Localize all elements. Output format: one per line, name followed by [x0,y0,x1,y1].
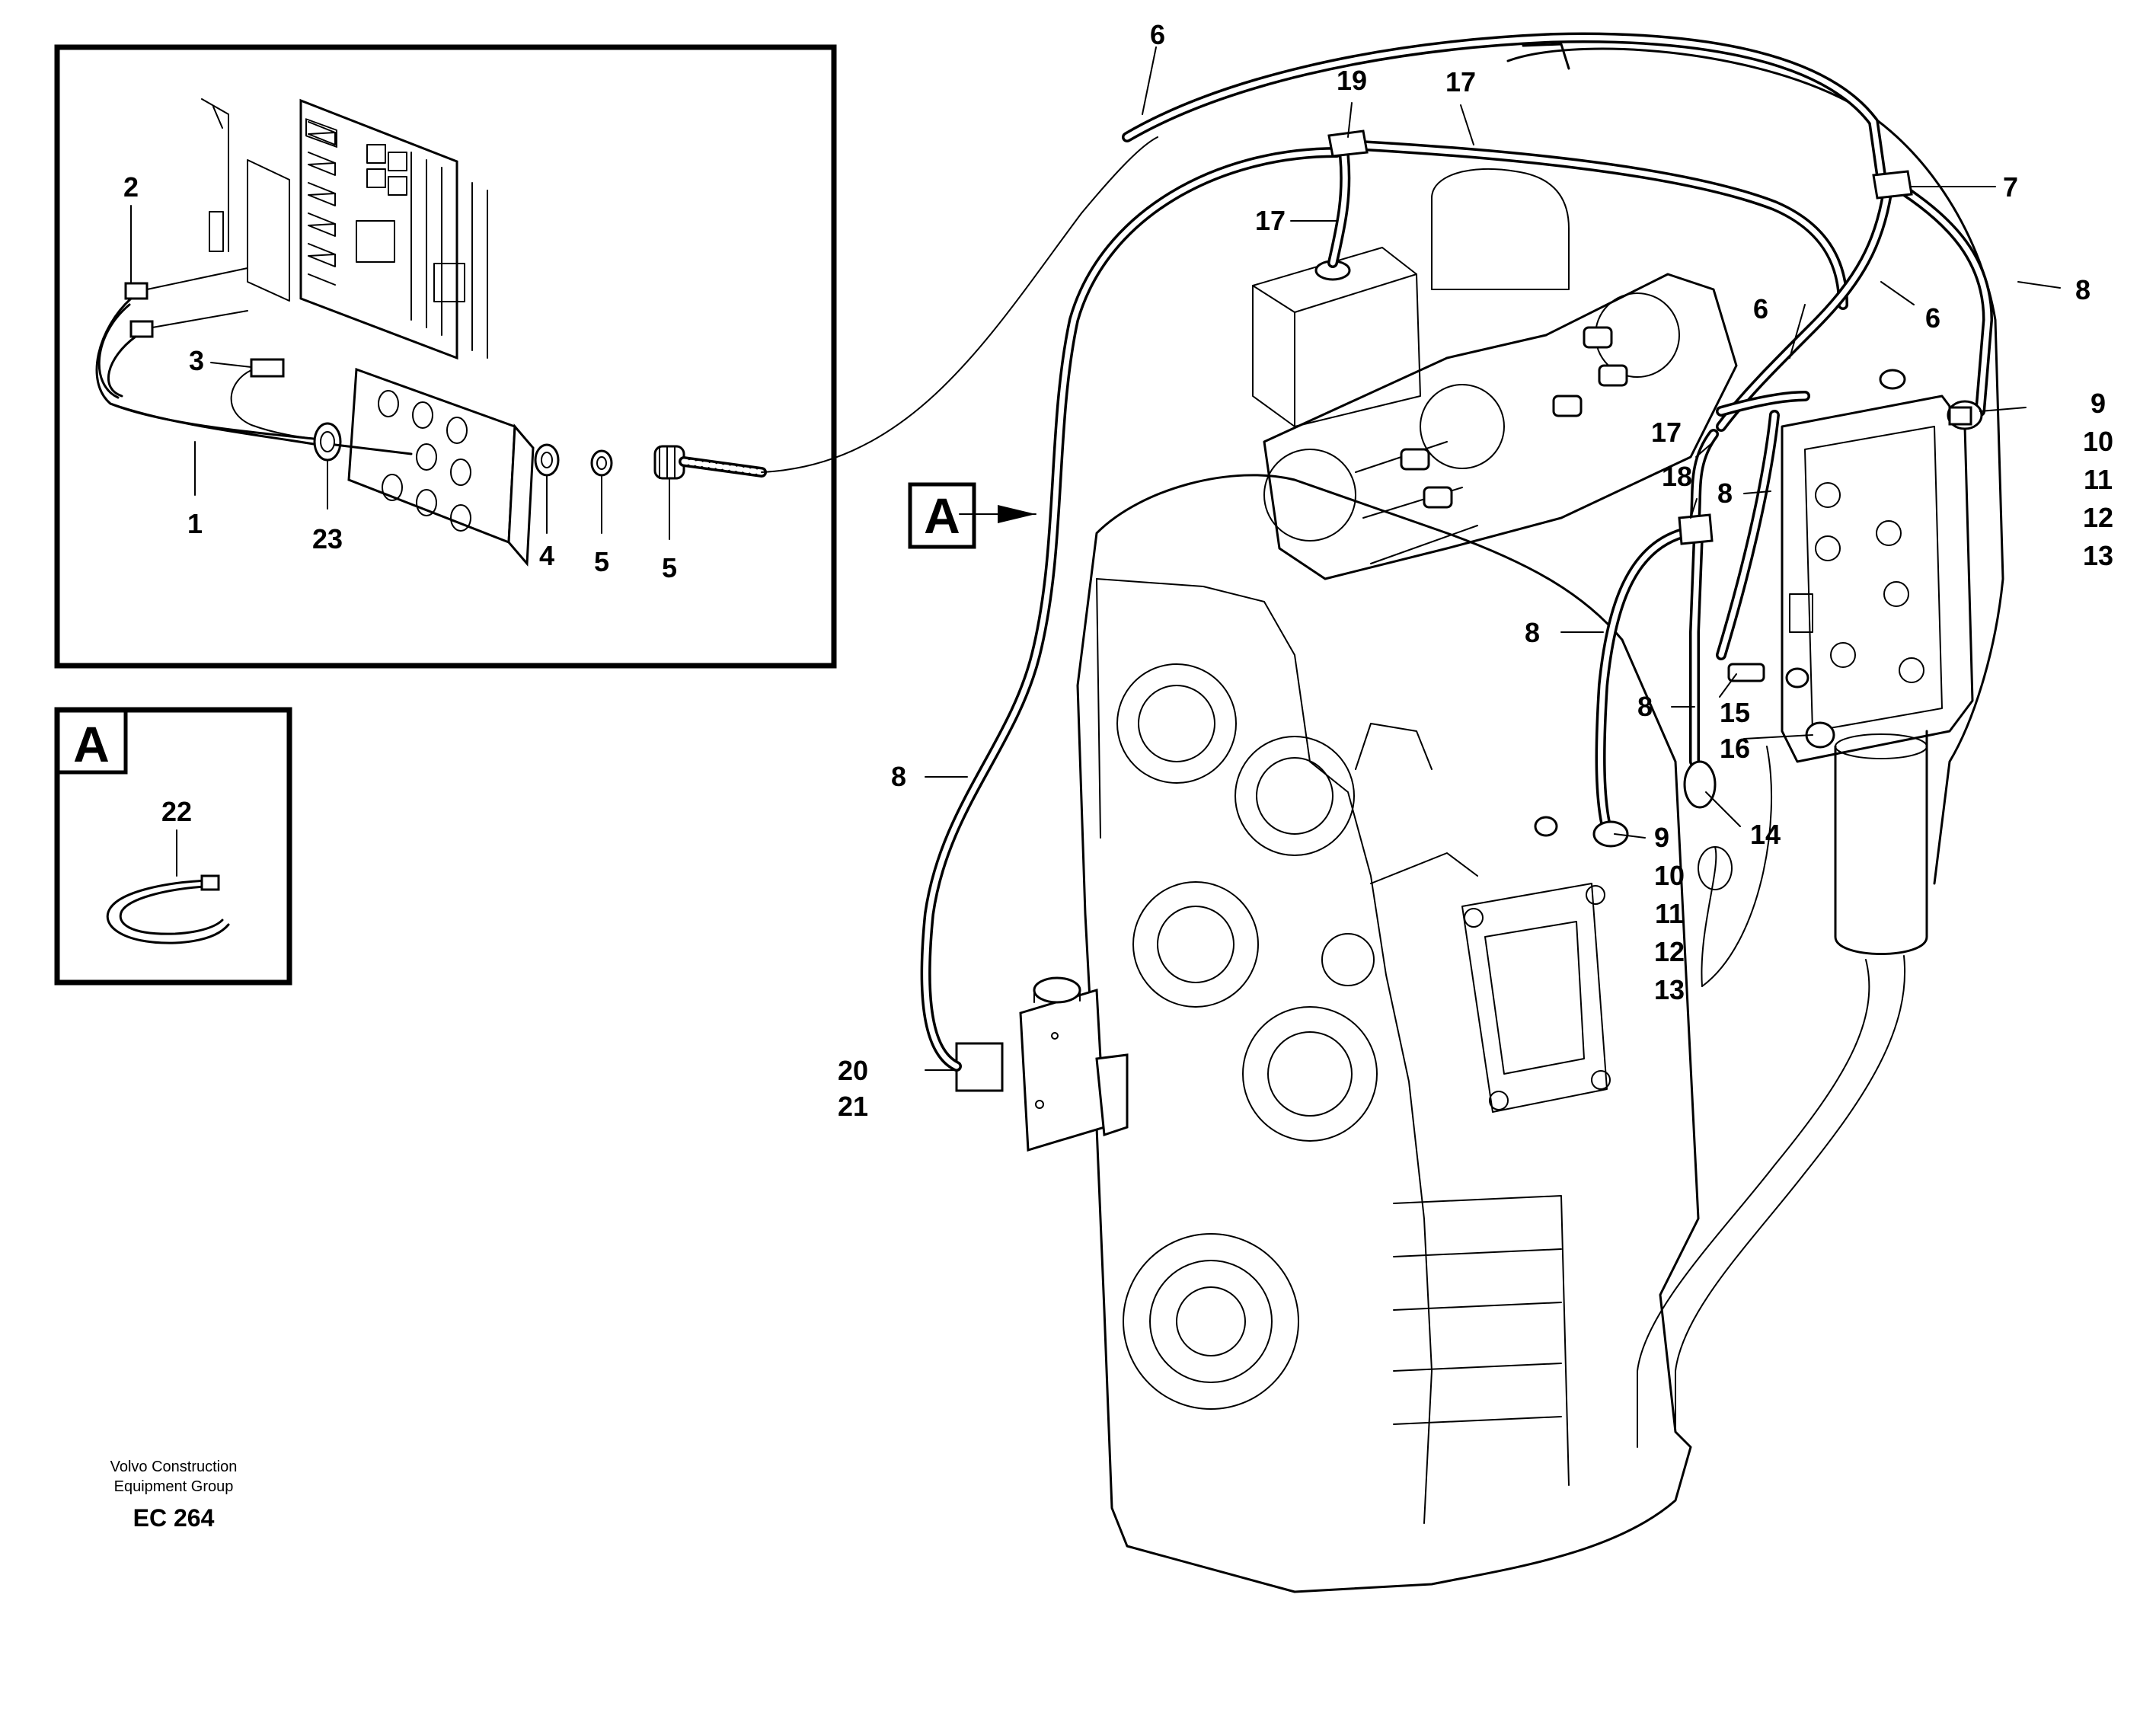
connector-20-drawing [955,1042,1004,1092]
solenoid-valve [1019,976,1129,1152]
callout-12-lower: 12 [1654,936,1685,967]
callout-10-lower: 10 [1654,860,1685,891]
footer-company-line2: Equipment Group [114,1478,234,1495]
callout-5a: 5 [594,546,609,577]
callout-22: 22 [161,796,192,827]
cable-tie-drawing [106,874,230,944]
tank-box [1252,247,1421,427]
callout-11-lower: 11 [1655,898,1684,929]
elbow-9-lower-drawing [1592,820,1629,848]
connector-drawing [124,267,248,338]
footer-code: EC 264 [133,1504,215,1532]
callout-18: 18 [1662,461,1692,492]
callout-21: 21 [838,1091,868,1122]
callout-13-lower: 13 [1654,974,1685,1005]
callout-1: 1 [187,508,203,539]
filter-cylinder [1637,730,1928,1448]
callout-8-left: 8 [891,761,906,792]
shaft-port-3 [1132,881,1259,1008]
callout-14: 14 [1750,819,1781,850]
tee-18-drawing [1678,513,1714,545]
connector-3-drawing [250,358,285,378]
inset-a-box-label: A [73,716,110,772]
fitting-4-drawing [534,443,560,477]
callout-10-right: 10 [2083,426,2113,457]
control-board-drawing [201,98,488,360]
callout-8-mid: 8 [1637,691,1653,722]
shaft-port-2 [1235,736,1355,856]
callout-12-right: 12 [2083,502,2113,533]
footer-company-line1: Volvo Construction [110,1459,238,1475]
fittings-main [1327,129,1983,890]
fitting-5a-drawing [590,449,613,477]
view-a-label: A [924,487,960,544]
callout-17-left: 17 [1255,205,1286,236]
callout-5b: 5 [662,552,677,583]
callout-11-right: 11 [2084,464,2113,495]
shaft-port-1 [1116,663,1237,784]
callout-8-left-mid: 8 [1525,617,1540,648]
square-flange [1461,883,1611,1113]
shaft-port-4 [1242,1006,1378,1142]
bulkhead-panel-drawing [347,367,535,567]
elbow-14-drawing [1683,760,1717,809]
callout-20: 20 [838,1055,868,1086]
callout-7: 7 [2003,171,2018,203]
inset-detail-panel [54,44,837,669]
fitting-15-drawing [1727,663,1765,682]
control-valve-block [1781,395,1974,763]
callout-9-lower: 9 [1654,822,1669,853]
output-flange [1123,1233,1299,1410]
callout-2: 2 [123,171,139,203]
callout-8-top-right: 8 [2075,274,2091,305]
pump-assembly [1263,273,1738,580]
callout-16: 16 [1720,733,1750,764]
inset-a-panel [54,707,292,986]
callout-6-mid: 6 [1753,293,1768,324]
callout-13-right: 13 [2083,540,2113,571]
callout-15: 15 [1720,697,1750,728]
tee-19-drawing [1327,129,1369,158]
hose-routing [761,32,1993,1072]
callout-4: 4 [539,540,554,571]
tee-7-drawing [1872,170,1913,200]
transmission-assembly-drawing [955,43,2004,1593]
view-a-arrow [998,505,1036,523]
callout-17-mid: 17 [1651,417,1682,448]
callout-19: 19 [1337,65,1367,96]
callout-6-top: 6 [1150,19,1165,50]
callout-3: 3 [189,345,204,376]
callout-6-right: 6 [1925,302,1940,334]
grommet-23-drawing [313,422,342,462]
callout-23: 23 [312,523,343,554]
view-a-box [908,482,976,549]
callout-8-upper-mid: 8 [1717,478,1733,509]
callout-9-right: 9 [2091,388,2106,419]
callout-labels: 2 3 1 23 4 5 5 A 22 A 6 19 17 17 7 8 6 6… [73,19,2113,1122]
callout-17-top: 17 [1445,66,1476,97]
footer: Volvo Construction Equipment Group EC 26… [110,1459,238,1532]
